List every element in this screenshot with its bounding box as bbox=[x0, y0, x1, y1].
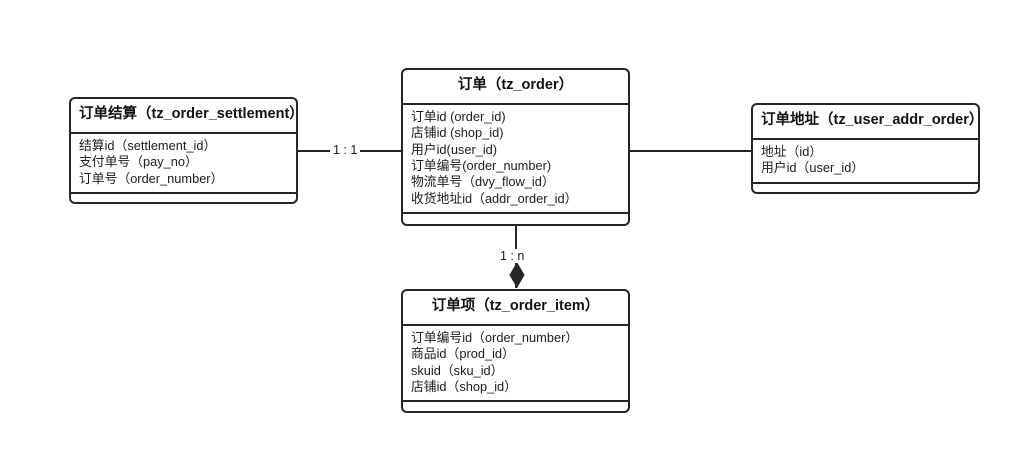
entity-attributes-user-addr-order: 地址（id） 用户id（user_id） bbox=[753, 140, 978, 184]
entity-footer-section bbox=[403, 214, 628, 234]
attribute-row: 支付单号（pay_no） bbox=[79, 154, 198, 170]
entity-title-order: 订单（tz_order） bbox=[403, 70, 628, 105]
entity-title-cn: 订单 bbox=[457, 77, 487, 93]
entity-order[interactable]: 订单（tz_order） 订单id (order_id) 店铺id (shop_… bbox=[401, 68, 630, 226]
attribute-row: 物流单号（dvy_flow_id） bbox=[411, 174, 555, 190]
attribute-row: 地址（id） bbox=[761, 143, 823, 159]
attribute-row: 商品id（prod_id） bbox=[411, 346, 515, 362]
entity-table-name: tz_order_settlement bbox=[151, 106, 290, 122]
entity-footer-section bbox=[71, 194, 296, 214]
entity-table-name: tz_user_addr_order bbox=[833, 112, 969, 128]
entity-order-settlement[interactable]: 订单结算（tz_order_settlement） 结算id（settlemen… bbox=[69, 97, 304, 204]
attribute-row: 订单编号(order_number) bbox=[411, 157, 552, 173]
entity-footer-section bbox=[753, 184, 978, 204]
entity-title-en-wrap: （tz_order_item） bbox=[475, 298, 600, 314]
attribute-row: 店铺id (shop_id) bbox=[411, 125, 504, 141]
connector-order-address bbox=[630, 150, 752, 152]
attribute-row: skuid（sku_id） bbox=[411, 362, 504, 378]
attribute-row: 收货地址id（addr_order_id） bbox=[411, 190, 578, 206]
attribute-row: 店铺id（shop_id） bbox=[411, 378, 517, 394]
attribute-row: 用户id(user_id) bbox=[411, 141, 498, 157]
attribute-row: 订单号（order_number） bbox=[79, 170, 224, 186]
entity-title-order-settlement: 订单结算（tz_order_settlement） bbox=[71, 99, 304, 134]
attribute-row: 订单id (order_id) bbox=[411, 108, 506, 124]
entity-title-cn: 订单项 bbox=[431, 298, 476, 314]
attribute-row: 结算id（settlement_id） bbox=[79, 137, 217, 153]
entity-attributes-order-item: 订单编号id（order_number） 商品id（prod_id） skuid… bbox=[403, 326, 628, 403]
entity-table-name: tz_order_item bbox=[489, 298, 585, 314]
entity-title-order-item: 订单项（tz_order_item） bbox=[403, 291, 628, 326]
entity-order-item[interactable]: 订单项（tz_order_item） 订单编号id（order_number） … bbox=[401, 289, 630, 413]
entity-title-user-addr-order: 订单地址（tz_user_addr_order） bbox=[753, 105, 983, 140]
attribute-row: 用户id（user_id） bbox=[761, 160, 865, 176]
entity-attributes-order: 订单id (order_id) 店铺id (shop_id) 用户id(user… bbox=[403, 105, 628, 215]
entity-title-en-wrap: （tz_user_addr_order） bbox=[819, 112, 984, 128]
attribute-row: 订单编号id（order_number） bbox=[411, 329, 579, 345]
entity-title-en-wrap: （tz_order_settlement） bbox=[137, 106, 304, 122]
cardinality-label-settlement-order: 1 : 1 bbox=[330, 143, 361, 157]
entity-attributes-order-settlement: 结算id（settlement_id） 支付单号（pay_no） 订单号（ord… bbox=[71, 134, 296, 194]
entity-title-en-wrap: （tz_order） bbox=[486, 77, 574, 93]
entity-title-cn: 订单地址 bbox=[761, 112, 819, 128]
entity-table-name: tz_order bbox=[501, 77, 559, 93]
cardinality-label-order-orderitem: 1 : n bbox=[497, 249, 528, 263]
filled-diamond-marker bbox=[509, 262, 525, 288]
entity-user-addr-order[interactable]: 订单地址（tz_user_addr_order） 地址（id） 用户id（use… bbox=[751, 103, 983, 194]
entity-title-cn: 订单结算 bbox=[79, 106, 137, 122]
entity-footer-section bbox=[403, 402, 628, 422]
